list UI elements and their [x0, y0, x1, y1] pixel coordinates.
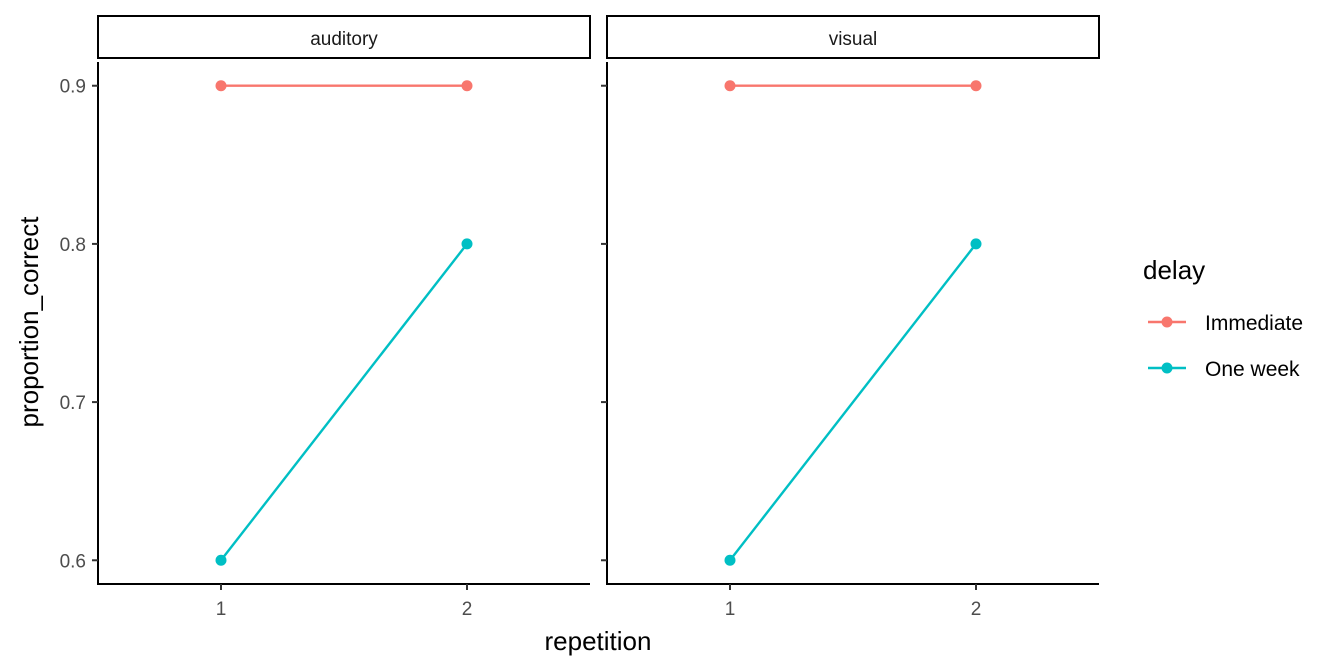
legend-label: Immediate — [1205, 312, 1303, 335]
legend-item: One week — [1148, 358, 1300, 381]
data-point — [215, 554, 227, 566]
x-tick-label: 1 — [725, 599, 736, 620]
data-point — [970, 80, 982, 92]
legend-label: One week — [1205, 358, 1300, 381]
y-tick-label: 0.9 — [60, 77, 86, 98]
legend-key-point — [1161, 316, 1173, 328]
legend-key-point — [1161, 362, 1173, 374]
facet-strip-label: auditory — [310, 29, 378, 50]
panel-auditory: auditory 0.6 0.7 0.8 0.9 1 2 — [60, 15, 591, 620]
x-axis-title: repetition — [545, 626, 652, 656]
series-line-one-week — [220, 243, 468, 562]
panel-visual: visual 1 2 — [601, 15, 1100, 620]
legend-title: delay — [1143, 255, 1205, 285]
data-point — [970, 238, 982, 250]
data-point — [461, 80, 473, 92]
x-tick-label: 2 — [462, 599, 473, 620]
y-axis-title: proportion_correct — [14, 216, 44, 428]
panels-layer: auditory 0.6 0.7 0.8 0.9 1 2 visual 1 2 — [60, 15, 1100, 620]
x-tick-label: 1 — [216, 599, 227, 620]
x-tick-label: 2 — [971, 599, 982, 620]
data-point — [215, 80, 227, 92]
y-tick-label: 0.7 — [60, 393, 86, 414]
facet-strip — [606, 15, 1100, 59]
y-tick-label: 0.6 — [60, 551, 86, 572]
y-tick-label: 0.8 — [60, 235, 86, 256]
facet-strip-label: visual — [829, 29, 878, 50]
data-point — [724, 554, 736, 566]
facet-strip — [97, 15, 591, 59]
series-line-one-week — [729, 243, 977, 562]
data-point — [724, 80, 736, 92]
legend-item: Immediate — [1148, 312, 1303, 335]
data-point — [461, 238, 473, 250]
